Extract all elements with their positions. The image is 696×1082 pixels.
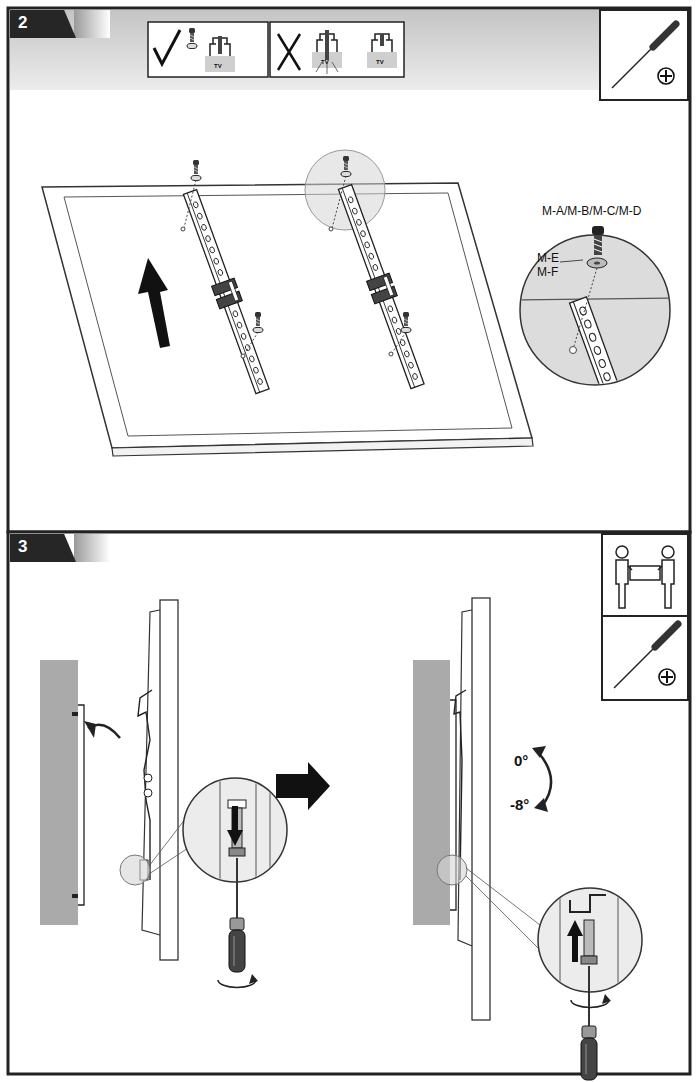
step-badge: 3 bbox=[10, 534, 76, 562]
step-number: 2 bbox=[18, 12, 27, 34]
step-badge: 2 bbox=[10, 10, 76, 38]
screw-part-code: M-A/M-B/M-C/M-D bbox=[542, 205, 641, 217]
tv-tag: TV bbox=[376, 59, 384, 65]
tv-tag: TV bbox=[214, 63, 222, 69]
tv-tag: TV bbox=[321, 59, 329, 65]
washer-part-code: M-F bbox=[537, 266, 558, 278]
tilt-angle: -8° bbox=[510, 797, 529, 812]
step-number: 3 bbox=[18, 536, 27, 558]
washer-part-code: M-E bbox=[537, 252, 559, 264]
tilt-angle: 0° bbox=[514, 753, 528, 768]
